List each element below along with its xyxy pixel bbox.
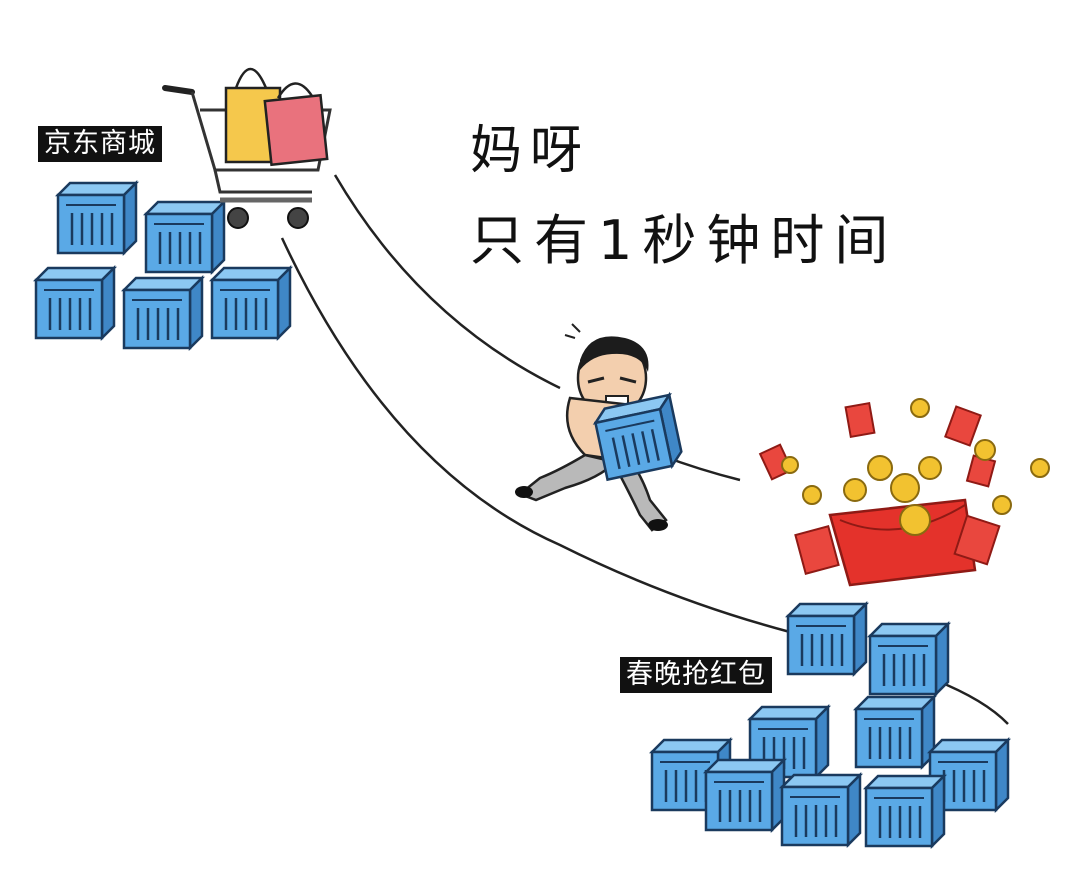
caption-line-1: 妈呀: [470, 121, 591, 181]
shopping-bag-icon: [224, 67, 329, 167]
server-box-icon: [780, 773, 862, 847]
server-box-icon: [56, 181, 138, 255]
server-box-group-left: [34, 181, 292, 350]
running-man: [515, 323, 686, 532]
server-box-icon: [122, 276, 204, 350]
server-box-icon: [34, 266, 116, 340]
server-box-icon: [210, 266, 292, 340]
server-box-icon: [864, 774, 946, 848]
shopping-cart-icon: [162, 85, 332, 229]
store-label: 京东商城: [38, 126, 162, 162]
red-envelope-icon: [758, 401, 1001, 587]
event-label: 春晚抢红包: [620, 657, 772, 693]
slope-line-lower: [280, 237, 791, 634]
server-box-group-right: [650, 602, 1010, 848]
server-box-icon: [144, 200, 226, 274]
caption-line-2: 只有1秒钟时间: [470, 209, 899, 272]
server-box-icon: [868, 622, 950, 696]
server-box-icon: [786, 602, 868, 676]
server-box-icon: [591, 393, 686, 481]
server-box-icon: [854, 695, 936, 769]
slope-line-right: [934, 678, 1009, 725]
gold-coin-icon: [781, 398, 1050, 536]
slope-line-upper: [333, 174, 561, 390]
server-box-icon: [704, 758, 786, 832]
